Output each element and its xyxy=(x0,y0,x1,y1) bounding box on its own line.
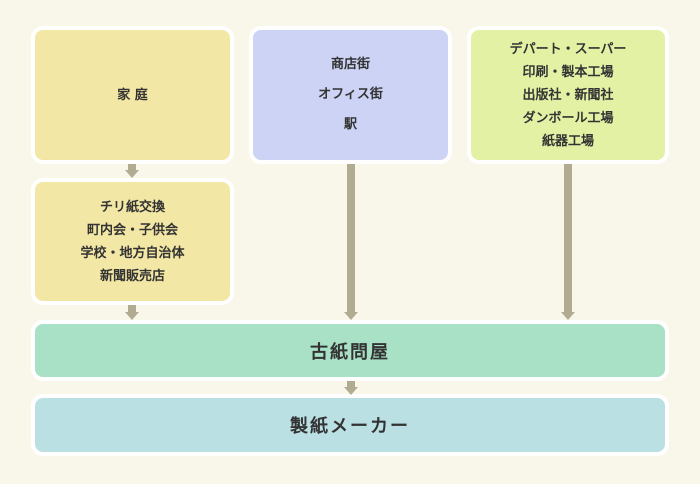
box-collectors: チリ紙交換 町内会・子供会 学校・地方自治体 新聞販売店 xyxy=(31,178,234,305)
collectors-line-4: 新聞販売店 xyxy=(99,268,165,284)
department-line-4: ダンボール工場 xyxy=(522,110,614,126)
collectors-line-3: 学校・地方自治体 xyxy=(80,245,185,261)
department-line-1: デパート・スーパー xyxy=(509,41,627,57)
collectors-line-2: 町内会・子供会 xyxy=(86,222,178,238)
box-maker: 製紙メーカー xyxy=(31,394,669,456)
shotengai-line-3: 駅 xyxy=(343,117,357,132)
department-line-2: 印刷・製本工場 xyxy=(522,64,614,80)
box-shotengai: 商店街 オフィス街 駅 xyxy=(249,26,452,164)
wholesaler-label: 古紙問屋 xyxy=(310,341,390,363)
department-line-3: 出版社・新聞社 xyxy=(522,87,614,103)
katei-label: 家 庭 xyxy=(117,87,148,103)
shotengai-line-1: 商店街 xyxy=(330,57,370,72)
box-katei: 家 庭 xyxy=(31,26,234,164)
box-wholesaler: 古紙問屋 xyxy=(31,320,669,381)
collectors-line-1: チリ紙交換 xyxy=(99,199,165,215)
maker-label: 製紙メーカー xyxy=(290,416,410,437)
shotengai-line-2: オフィス街 xyxy=(318,87,383,102)
box-department: デパート・スーパー 印刷・製本工場 出版社・新聞社 ダンボール工場 紙器工場 xyxy=(467,26,669,164)
department-line-5: 紙器工場 xyxy=(541,133,594,149)
